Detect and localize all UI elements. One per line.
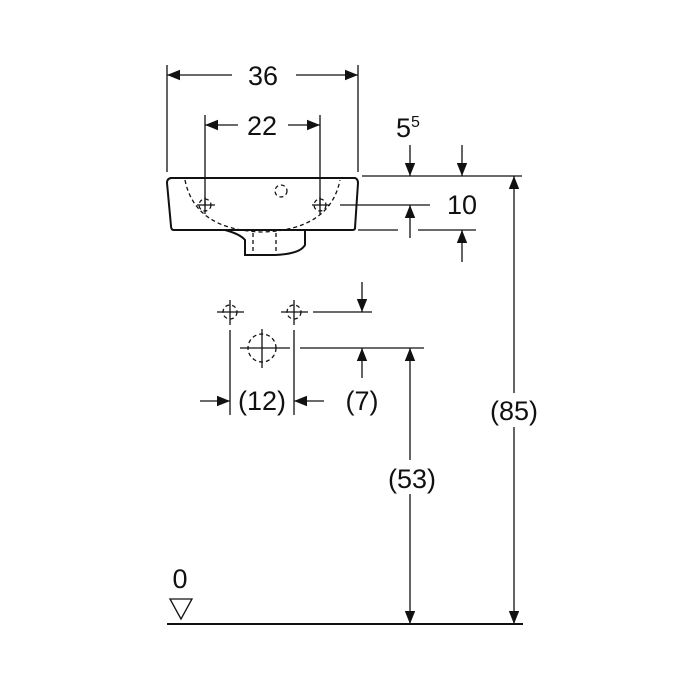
label-0: 0 bbox=[172, 564, 187, 594]
basin-drawing bbox=[165, 177, 360, 256]
label-36: 36 bbox=[248, 61, 278, 91]
supply-left bbox=[217, 300, 244, 325]
tap-hole-left bbox=[197, 197, 215, 214]
dimension-waste-height: (53) bbox=[385, 348, 439, 624]
tap-hole-right bbox=[312, 197, 330, 214]
dimension-tap-spacing: 22 bbox=[204, 111, 321, 205]
label-22: 22 bbox=[247, 111, 277, 141]
supply-right bbox=[281, 300, 308, 325]
label-10: 10 bbox=[447, 190, 477, 220]
label-12: (12) bbox=[238, 386, 286, 416]
wall-connections: (7) (12) bbox=[200, 282, 424, 416]
dimension-rim-height: (85) bbox=[487, 176, 541, 624]
label-5-5: 55 bbox=[396, 113, 420, 143]
waste-outlet bbox=[240, 329, 290, 368]
label-85: (85) bbox=[490, 396, 538, 426]
label-7: (7) bbox=[346, 386, 379, 416]
label-53: (53) bbox=[388, 464, 436, 494]
dimension-overall-width: 36 bbox=[166, 61, 359, 172]
level-triangle-icon bbox=[168, 598, 194, 621]
floor-level: 0 bbox=[167, 564, 523, 625]
dimension-rim-offsets: 55 10 bbox=[340, 113, 522, 262]
